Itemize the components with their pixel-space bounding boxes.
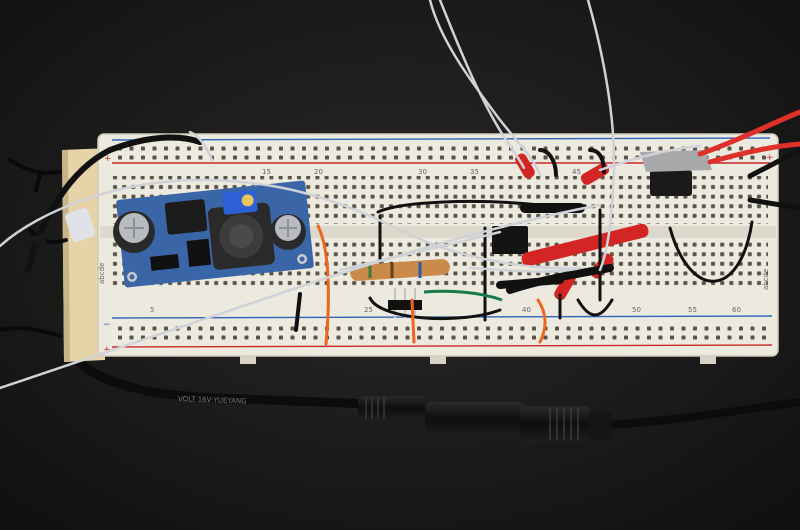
col-label-45: 45 (572, 168, 581, 176)
rail-line-red-bottom (111, 344, 773, 348)
rail-plus-top-right: + (766, 153, 774, 163)
green-wire (423, 289, 503, 302)
ic-chip (492, 226, 528, 254)
capacitor-left (113, 211, 155, 253)
col-label-15: 15 (262, 168, 271, 176)
transistor-tab (640, 150, 712, 172)
col-label-20: 20 (314, 168, 323, 176)
cable-print: VOLT 16V·YUEYANG (178, 395, 247, 405)
rail-line-blue-top (111, 137, 771, 141)
col-label-55: 55 (688, 306, 697, 314)
col-label-40: 40 (522, 306, 531, 314)
black-wires (25, 134, 800, 332)
heatshrink-white (64, 208, 96, 242)
col-label-50: 50 (632, 306, 641, 314)
rail-line-blue-bottom (111, 315, 773, 319)
col-label-60: 60 (732, 306, 741, 314)
header-base (388, 300, 422, 310)
rail-plus-bottom: + (103, 345, 111, 355)
rail-minus-bottom: − (103, 320, 111, 330)
col-label-5: 5 (150, 306, 154, 314)
col-label-25: 25 (364, 306, 373, 314)
col-label-35: 35 (470, 168, 479, 176)
buck-converter-module (113, 180, 314, 288)
gray-wires (0, 0, 702, 390)
dc-cable-right (609, 398, 800, 429)
transistor (650, 170, 692, 196)
tie-knot (34, 234, 46, 246)
capacitor-right (270, 214, 306, 250)
row-labels-right: abcde (762, 269, 770, 290)
red-power-wires (697, 109, 800, 165)
rail-plus-top: + (104, 154, 112, 164)
col-label-30: 30 (418, 168, 427, 176)
barrel-jack (358, 396, 612, 442)
row-labels-left: abcde (98, 263, 106, 284)
